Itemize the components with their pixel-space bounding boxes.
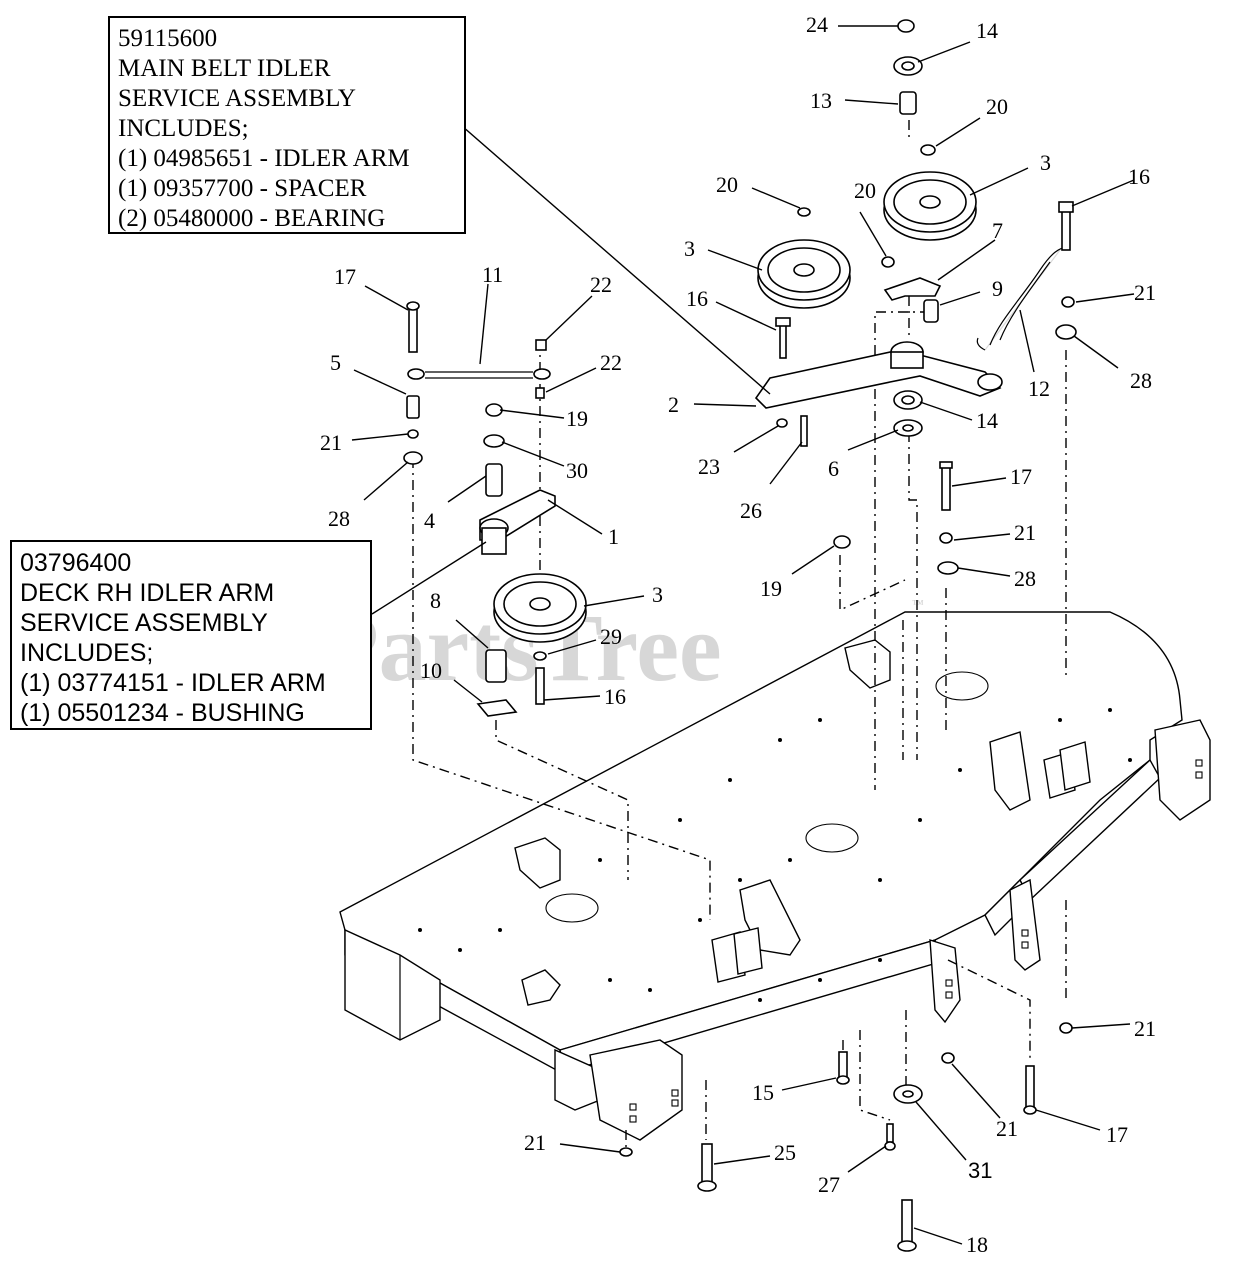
callout-26: 26 xyxy=(740,498,762,523)
service-box-line: SERVICE ASSEMBLY xyxy=(20,609,268,637)
callout-16: 16 xyxy=(686,286,708,311)
callout-6: 6 xyxy=(828,456,839,481)
callout-21: 21 xyxy=(1014,520,1036,545)
main-belt-idler-service-box: 59115600 MAIN BELT IDLER SERVICE ASSEMBL… xyxy=(108,16,466,234)
callout-27: 27 xyxy=(818,1172,840,1197)
callout-17: 17 xyxy=(1010,464,1032,489)
callout-2: 2 xyxy=(668,392,679,417)
callout-1: 1 xyxy=(608,524,619,549)
watermark-mark: ™ xyxy=(912,597,924,611)
callout-21: 21 xyxy=(1134,1016,1156,1041)
callout-20: 20 xyxy=(986,94,1008,119)
deck-rh-idler-service-box: 03796400 DECK RH IDLER ARM SERVICE ASSEM… xyxy=(10,540,372,730)
callout-9: 9 xyxy=(992,276,1003,301)
service-box-line: DECK RH IDLER ARM xyxy=(20,579,275,607)
callout-23: 23 xyxy=(698,454,720,479)
callout-10: 10 xyxy=(420,658,442,683)
service-box-line: MAIN BELT IDLER xyxy=(118,55,331,82)
mower-deck xyxy=(339,611,1211,1141)
callout-3: 3 xyxy=(1040,150,1051,175)
callout-7: 7 xyxy=(992,218,1003,243)
callout-13: 13 xyxy=(810,88,832,113)
callout-15: 15 xyxy=(752,1080,774,1105)
callout-17: 17 xyxy=(334,264,356,289)
callout-3: 3 xyxy=(684,236,695,261)
callout-4: 4 xyxy=(424,508,435,533)
callout-21: 21 xyxy=(320,430,342,455)
callout-18: 18 xyxy=(966,1232,988,1257)
service-box-line: (1) 03774151 - IDLER ARM xyxy=(20,669,326,697)
callout-21: 21 xyxy=(996,1116,1018,1141)
callout-17: 17 xyxy=(1106,1122,1128,1147)
service-box-line: 03796400 xyxy=(20,549,132,577)
callout-28: 28 xyxy=(1130,368,1152,393)
service-box-line: (1) 09357700 - SPACER xyxy=(118,175,367,202)
callout-19: 19 xyxy=(760,576,782,601)
service-box-line: (2) 05480000 - BEARING xyxy=(118,205,386,232)
callout-labels: 24 14 13 20 3 20 20 16 3 7 9 21 12 28 16… xyxy=(320,12,1156,1257)
callout-21: 21 xyxy=(524,1130,546,1155)
callout-5: 5 xyxy=(330,350,341,375)
callout-8: 8 xyxy=(430,588,441,613)
assembly-lines xyxy=(412,120,1067,1150)
callout-29: 29 xyxy=(600,624,622,649)
callout-22: 22 xyxy=(600,350,622,375)
callout-16: 16 xyxy=(1128,164,1150,189)
callout-14: 14 xyxy=(976,408,998,433)
callout-25: 25 xyxy=(774,1140,796,1165)
callout-28: 28 xyxy=(1014,566,1036,591)
service-box-line: (1) 05501234 - BUSHING xyxy=(20,699,305,727)
callout-31: 31 xyxy=(968,1158,992,1183)
service-box-line: SERVICE ASSEMBLY xyxy=(118,85,356,112)
service-box-line: INCLUDES; xyxy=(20,639,154,667)
service-box-line: 59115600 xyxy=(118,25,218,52)
callout-20: 20 xyxy=(716,172,738,197)
callout-21: 21 xyxy=(1134,280,1156,305)
callout-16: 16 xyxy=(604,684,626,709)
callout-12: 12 xyxy=(1028,376,1050,401)
callout-22: 22 xyxy=(590,272,612,297)
callout-24: 24 xyxy=(806,12,828,37)
leader-lines xyxy=(351,25,1135,1245)
parts xyxy=(403,19,1077,1252)
callout-14: 14 xyxy=(976,18,998,43)
callout-28: 28 xyxy=(328,506,350,531)
callout-3: 3 xyxy=(652,582,663,607)
callout-19: 19 xyxy=(566,406,588,431)
callout-20: 20 xyxy=(854,178,876,203)
service-box-line: INCLUDES; xyxy=(118,115,249,142)
callout-30: 30 xyxy=(566,458,588,483)
service-box-line: (1) 04985651 - IDLER ARM xyxy=(118,145,410,172)
callout-11: 11 xyxy=(482,262,503,287)
